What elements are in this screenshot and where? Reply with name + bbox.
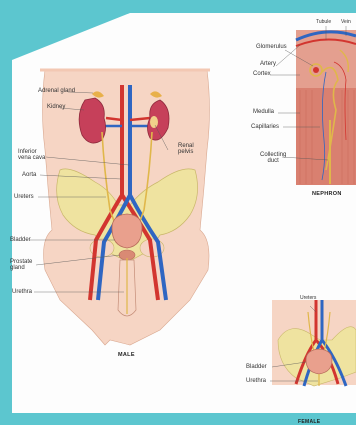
label-renal-pelvis: Renal pelvis — [178, 143, 194, 156]
label-female-ureters: Ureters — [300, 296, 316, 301]
label-collecting-duct: Collecting duct — [260, 152, 286, 165]
label-female-bladder: Bladder — [246, 364, 267, 370]
label-cortex: Cortex — [253, 71, 271, 77]
label-female-urethra: Urethra — [246, 378, 266, 384]
nephron-inset — [296, 30, 356, 185]
label-kidney: Kidney — [47, 104, 65, 110]
label-adrenal-gland: Adrenal gland — [38, 88, 75, 94]
label-vein: Vein — [341, 20, 351, 25]
label-aorta: Aorta — [22, 172, 36, 178]
label-tubule: Tubule — [316, 20, 331, 25]
caption-male: MALE — [118, 352, 135, 358]
label-bladder: Bladder — [10, 237, 31, 243]
label-urethra: Urethra — [12, 289, 32, 295]
label-glomerulus: Glomerulus — [256, 44, 287, 50]
label-ureters: Ureters — [14, 194, 34, 200]
label-medulla: Medulla — [253, 109, 274, 115]
label-prostate-gland: Prostate gland — [10, 259, 32, 272]
female-inset — [272, 300, 356, 386]
label-inferior-vena-cava: Inferior vena cava — [18, 149, 45, 162]
urethra — [118, 258, 136, 316]
label-capillaries: Capillaries — [251, 124, 279, 130]
caption-female: FEMALE — [298, 419, 320, 425]
decorative-corner — [12, 13, 130, 60]
label-artery: Artery — [260, 61, 276, 67]
caption-nephron: NEPHRON — [312, 191, 342, 197]
